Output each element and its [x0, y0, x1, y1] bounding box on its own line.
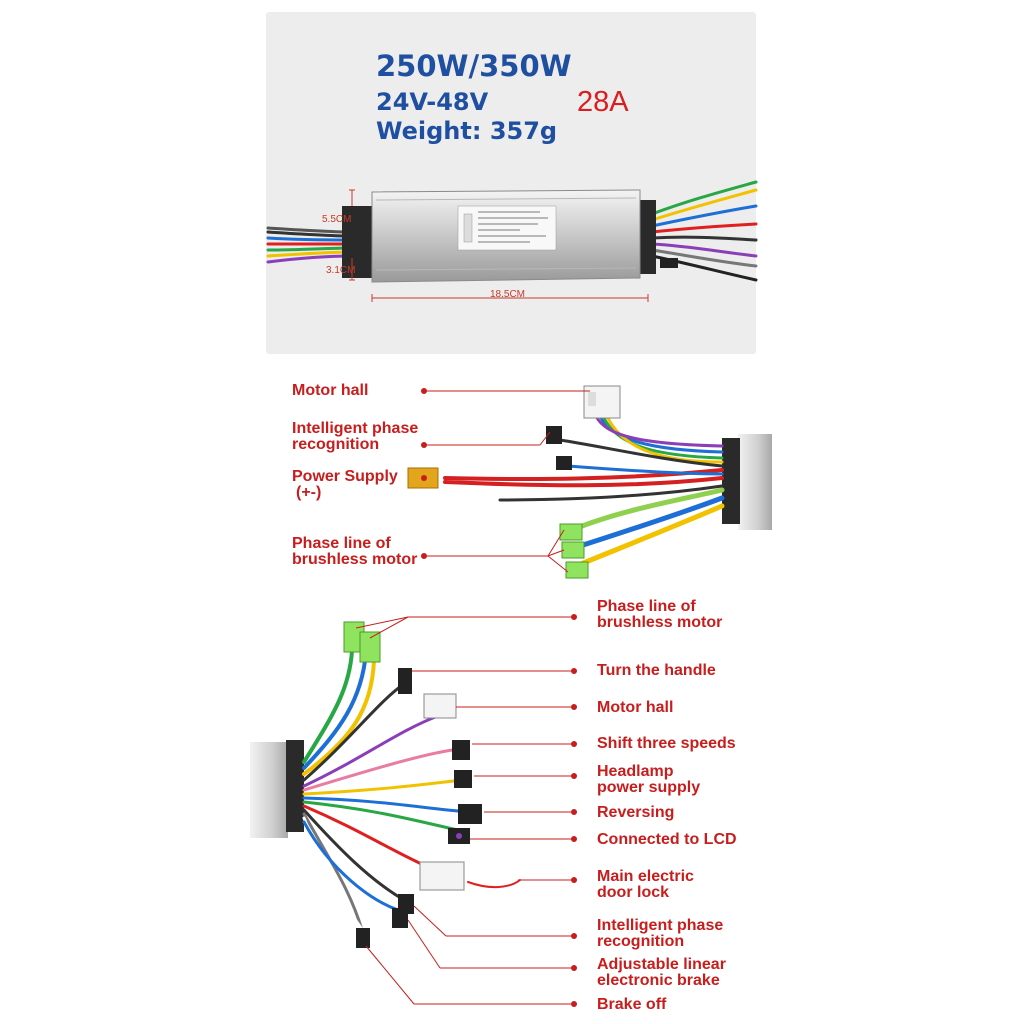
label-line: door lock: [597, 884, 670, 901]
label-line: Main electric: [597, 868, 694, 885]
pointer-dot: [421, 388, 427, 394]
label-line: Phase line of: [597, 598, 696, 615]
label-line: Intelligent phase: [292, 420, 419, 437]
pointer-dot: [571, 668, 577, 674]
label-line: recognition: [292, 436, 380, 453]
label-line: electronic brake: [597, 972, 720, 989]
label-reversing: Reversing: [597, 804, 675, 821]
label-line: recognition: [597, 933, 685, 950]
current-rating: 28A: [577, 86, 629, 118]
label-phase-line-top: Phase line of brushless motor: [292, 536, 417, 568]
pointer-dot: [571, 614, 577, 620]
connector-diagram-upper: [407, 385, 772, 579]
label-power-supply: Power Supply (+-): [292, 469, 398, 501]
pointer-dot: [571, 933, 577, 939]
label-door-lock: Main electric door lock: [597, 869, 694, 901]
weight-spec: Weight: 357g: [376, 117, 558, 145]
pointer-dot: [421, 475, 427, 481]
height-dimension: 5.5CM: [322, 214, 352, 225]
pointer-dot: [421, 553, 427, 559]
label-line: brushless motor: [292, 551, 418, 568]
label-line: brushless motor: [597, 614, 723, 631]
pointer-dot: [421, 442, 427, 448]
label-electronic-brake: Adjustable linear electronic brake: [597, 957, 726, 989]
label-line: Adjustable linear: [597, 956, 726, 973]
label-intelligent-phase-top: Intelligent phase recognition: [292, 421, 418, 453]
label-turn-handle: Turn the handle: [597, 662, 716, 679]
label-lcd: Connected to LCD: [597, 831, 737, 848]
pointer-dot: [571, 836, 577, 842]
pointer-lines-lower: [355, 616, 574, 1005]
width-dimension: 3.1CM: [326, 265, 356, 276]
controller-top-view: [266, 180, 758, 302]
pointer-lines-upper: [424, 390, 590, 573]
label-line: (+-): [296, 484, 322, 501]
pointer-dot: [571, 877, 577, 883]
voltage-range: 24V-48V: [376, 88, 489, 116]
label-phase-line-bottom: Phase line of brushless motor: [597, 599, 722, 631]
pointer-dot: [571, 809, 577, 815]
label-motor-hall-top: Motor hall: [292, 382, 369, 399]
product-photo-panel: [266, 12, 756, 354]
label-line: Intelligent phase: [597, 917, 724, 934]
label-shift-speeds: Shift three speeds: [597, 735, 736, 752]
label-brake-off: Brake off: [597, 996, 667, 1013]
label-line: Power Supply: [292, 468, 398, 485]
pointer-dot: [571, 704, 577, 710]
label-intelligent-phase-bottom: Intelligent phase recognition: [597, 918, 723, 950]
pointer-dot: [571, 741, 577, 747]
label-line: Headlamp: [597, 763, 674, 780]
pointer-dot: [571, 965, 577, 971]
label-headlamp: Headlamp power supply: [597, 764, 700, 796]
pointer-dot: [571, 773, 577, 779]
connector-diagram-lower: [250, 621, 521, 948]
label-motor-hall-bottom: Motor hall: [597, 699, 674, 716]
length-dimension: 18.5CM: [490, 289, 526, 300]
pointer-dot: [571, 1001, 577, 1007]
power-rating: 250W/350W: [376, 49, 572, 83]
label-line: power supply: [597, 779, 701, 796]
label-line: Phase line of: [292, 535, 391, 552]
